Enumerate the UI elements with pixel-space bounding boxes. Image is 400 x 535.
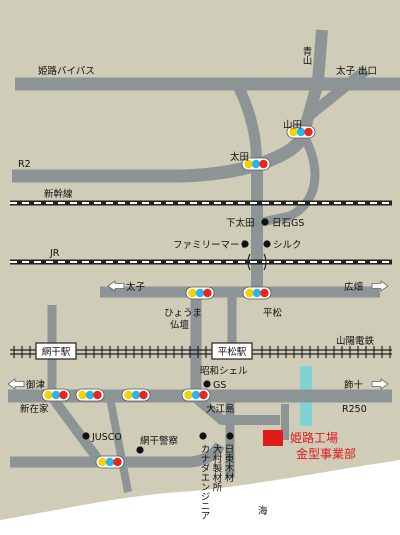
aboshi-station-label: 網干駅: [42, 346, 71, 358]
label-showa-shell-gs: GS: [213, 380, 226, 391]
label-ota: 太田: [230, 151, 249, 163]
label-jusco: JUSCO: [91, 432, 122, 443]
road-oeshima-factory: [192, 394, 280, 425]
landmark-dot-icon: [82, 432, 90, 440]
traffic-signal-icon: [121, 388, 151, 402]
landmark-dot-icon: [203, 380, 211, 388]
heimatsu-station[interactable]: 平松駅: [211, 342, 253, 360]
sea: [0, 460, 400, 535]
landmark-dot-icon: [136, 446, 144, 454]
traffic-signal-icon: [181, 388, 211, 402]
traffic-signal-icon: [95, 455, 125, 469]
landmark-dot-icon: [226, 432, 234, 440]
label-omura-works: 大村製材所: [211, 443, 223, 492]
label-aoyama: 青山: [301, 45, 313, 65]
traffic-signal-icon: [75, 388, 105, 402]
label-shiruku: シルク: [273, 240, 302, 251]
factory-square-icon[interactable]: [263, 430, 283, 446]
heimatsu-station-label: 平松駅: [218, 346, 247, 358]
road-sea-access: [106, 397, 132, 493]
label-shinkansen: 新幹線: [44, 188, 73, 200]
label-himeji-bypass: 姫路バイパス: [38, 65, 95, 77]
label-r2: R2: [18, 159, 31, 170]
label-jr: JR: [49, 248, 60, 259]
road-jusco: [10, 442, 225, 468]
aboshi-station[interactable]: 網干駅: [35, 342, 77, 360]
label-aboshi-police: 網干警察: [140, 435, 179, 447]
label-kana-engineering: カナダエンジニア: [199, 444, 211, 520]
label-himeji-factory: 姫路工場: [290, 430, 338, 445]
road-connector-curve: [233, 83, 262, 166]
label-nittou-mokuzai: 日東木材: [223, 444, 235, 482]
traffic-signal-icon: [242, 286, 272, 300]
label-misaki: 御津: [26, 379, 46, 391]
traffic-signal-icon: [41, 388, 71, 402]
label-hyouma: ひょうま: [164, 308, 202, 319]
label-familymart: ファミリーマート: [173, 240, 249, 251]
label-shimoota: 下太田: [226, 217, 255, 229]
traffic-signal-icon: [185, 286, 215, 300]
label-taishi: 太子: [126, 281, 146, 293]
label-sanyo-dentetsu: 山陽電鉄: [336, 335, 375, 347]
label-kanagata-jigyobu: 金型事業部: [296, 446, 356, 461]
landmark-dot-icon: [241, 240, 249, 248]
label-shikama: 飾十: [344, 379, 364, 391]
road-taishi-exit: [302, 65, 370, 123]
label-butsudan: 仏壇: [170, 319, 190, 331]
label-shinzaike: 新在家: [20, 403, 49, 415]
label-nisseki-gs: 日石GS: [272, 218, 304, 229]
label-heimatsu: 平松: [263, 307, 283, 319]
landmark-dot-icon: [263, 240, 271, 248]
label-hiroshita: 広畑: [344, 281, 363, 293]
road-loop-east: [261, 133, 320, 227]
label-showa-shell: 昭和シェル: [200, 366, 248, 377]
road-shinzaike-south: [47, 394, 105, 465]
label-umi: 海: [258, 505, 268, 517]
landmark-dot-icon: [199, 432, 207, 440]
label-oeshima: 大江島: [206, 403, 235, 415]
label-taishi-exit: 太子 出口: [336, 65, 377, 77]
label-yamada: 山田: [283, 120, 302, 131]
landmark-dot-icon: [261, 218, 269, 226]
jr-underpass-icon: [247, 253, 267, 271]
label-r250: R250: [342, 404, 367, 415]
